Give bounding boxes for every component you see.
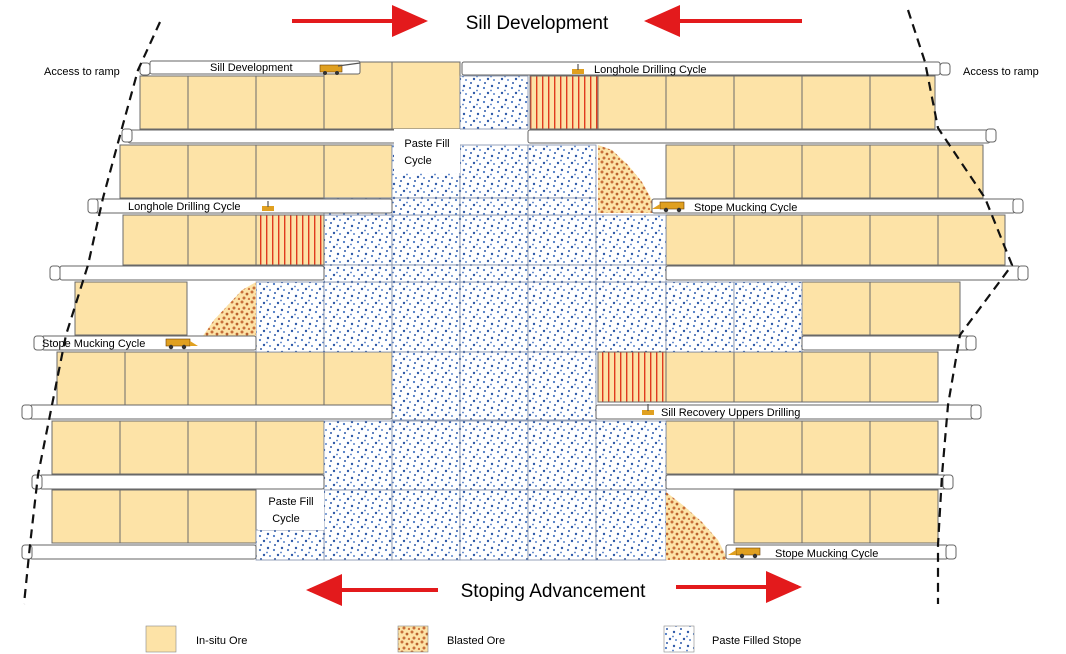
blasted-pile-lower-right [666,492,726,560]
paste-fill-bottom-label-2: Cycle [272,513,300,525]
ore-blocks [51,61,1006,544]
paste-fill-region [255,75,803,561]
longhole-drilling-top-label: Longhole Drilling Cycle [594,64,707,76]
paste-fill-callout-top [394,129,460,173]
legend-swatch-insitu [145,625,177,653]
equipment-icons [165,62,761,559]
loader-icon-left [165,338,198,350]
blasted-pile-left [200,282,256,350]
legend-label-insitu: In-situ Ore [196,635,247,647]
cycle-labels: Access to ramp Access to ramp Sill Devel… [42,62,1039,560]
longhole-drilling-left-label: Longhole Drilling Cycle [128,201,241,213]
legend: In-situ Ore Blasted Ore Paste Filled Sto… [145,625,801,653]
footer-title: Stoping Advancement [461,581,647,602]
drifts [21,60,1029,560]
paste-fill-bottom-label-1: Paste Fill [268,496,313,508]
loader-icon-right-top [652,201,685,213]
paste-fill-top-label-1: Paste Fill [404,138,449,150]
access-to-ramp-left: Access to ramp [44,66,120,78]
blasted-ore-piles [200,145,726,560]
legend-swatch-blasted [397,625,429,653]
paste-fill-callout-bottom [258,490,324,530]
stope-mucking-left-label: Stope Mucking Cycle [42,338,145,350]
sill-recovery-label: Sill Recovery Uppers Drilling [661,407,800,419]
stope-mucking-right-top-label: Stope Mucking Cycle [694,202,797,214]
longhole-drill-icon-top [572,64,584,74]
loader-icon-right-bottom [728,547,761,559]
longhole-drill-icon-left [262,201,274,211]
uppers-drill-icon [642,404,654,415]
stope-mucking-right-bottom-label: Stope Mucking Cycle [775,548,878,560]
legend-swatch-paste [663,625,695,653]
blasted-pile-upper-right [598,145,652,213]
sill-development-label: Sill Development [210,62,293,74]
jumbo-drill-icon [319,62,361,75]
legend-label-paste: Paste Filled Stope [712,635,801,647]
boundary-left [22,21,161,605]
boundary-right [906,9,1014,604]
page-title: Sill Development [466,13,609,34]
access-to-ramp-right: Access to ramp [963,66,1039,78]
paste-fill-top-label-2: Cycle [404,155,432,167]
legend-label-blasted: Blasted Ore [447,635,505,647]
drilled-blocks [255,75,667,403]
